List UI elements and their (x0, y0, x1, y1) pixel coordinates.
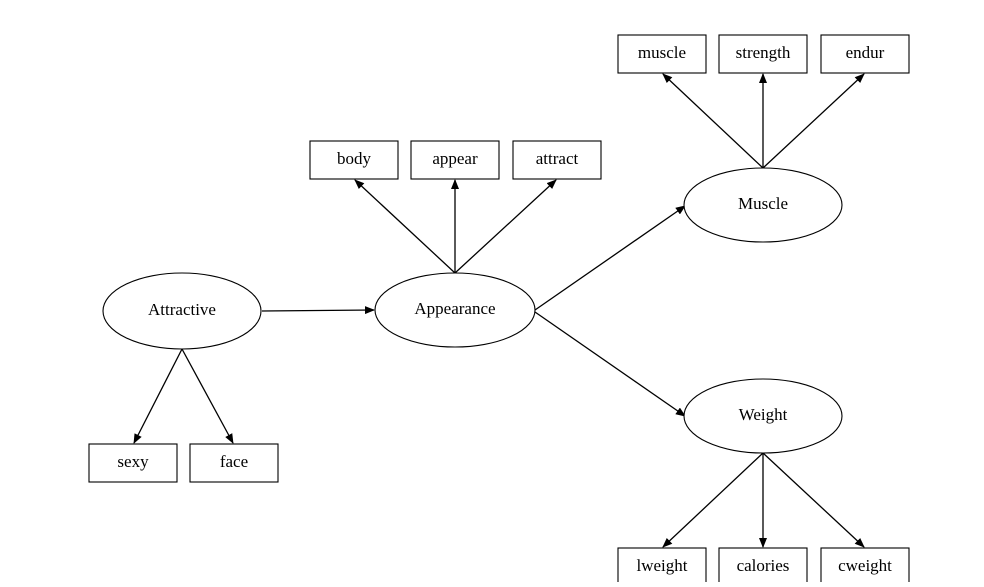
observed-lweight: lweight (617, 547, 707, 587)
observed-appear-label: appear (432, 149, 478, 168)
observed-cweight-label: cweight (838, 556, 892, 575)
latent-muscle: Muscle (683, 167, 843, 243)
arrow-attractive-to-sexy (133, 348, 183, 444)
latent-appearance-label: Appearance (414, 299, 495, 318)
arrow-attractive-to-appearance (261, 306, 375, 315)
observed-attract-label: attract (536, 149, 579, 168)
observed-strength: strength (718, 34, 808, 74)
observed-endur: endur (820, 34, 910, 74)
edges (133, 73, 865, 548)
observed-cweight: cweight (820, 547, 910, 587)
arrow-weight-to-cweight (762, 452, 865, 548)
observed-lweight-label: lweight (637, 556, 688, 575)
observed-sexy-label: sexy (117, 452, 149, 471)
observed-appear: appear (410, 140, 500, 180)
observed-face: face (189, 443, 279, 483)
observed-face-label: face (220, 452, 248, 471)
observed-calories: calories (718, 547, 808, 587)
observed-muscle-label: muscle (638, 43, 686, 62)
arrow-appearance-to-muscle (534, 205, 686, 311)
arrow-muscle-to-muscle-box (662, 73, 764, 169)
observed-muscle: muscle (617, 34, 707, 74)
arrow-attractive-to-face (181, 348, 234, 444)
observed-calories-label: calories (737, 556, 790, 575)
observed-body: body (309, 140, 399, 180)
arrow-muscle-to-endur (762, 73, 865, 169)
observed-sexy: sexy (88, 443, 178, 483)
observed-endur-label: endur (846, 43, 885, 62)
latent-weight-label: Weight (739, 405, 788, 424)
latent-weight: Weight (683, 378, 843, 454)
observed-attract: attract (512, 140, 602, 180)
observed-body-label: body (337, 149, 372, 168)
arrow-appearance-to-attract (454, 179, 557, 274)
arrow-appearance-to-body (354, 179, 456, 274)
latent-attractive-label: Attractive (148, 300, 216, 319)
arrow-weight-to-lweight (662, 452, 764, 548)
arrow-appearance-to-weight (534, 311, 686, 417)
latent-muscle-label: Muscle (738, 194, 788, 213)
latent-appearance: Appearance (374, 272, 536, 348)
latent-attractive: Attractive (102, 272, 262, 350)
observed-strength-label: strength (736, 43, 791, 62)
